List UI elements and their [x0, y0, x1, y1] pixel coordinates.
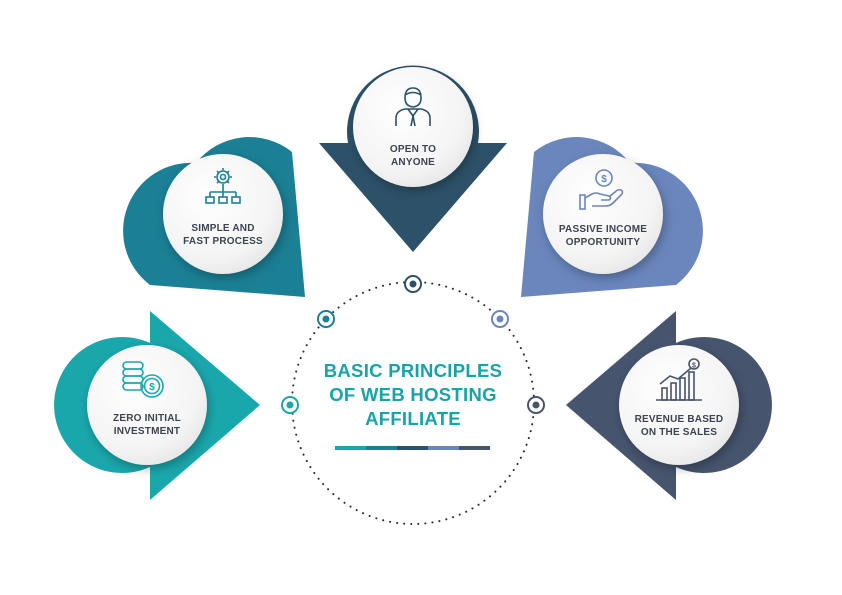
underline-segment	[459, 446, 490, 450]
label-passive-income: PASSIVE INCOME OPPORTUNITY	[543, 223, 663, 249]
label-line: REVENUE BASED	[634, 414, 724, 425]
center-title: BASIC PRINCIPLES OF WEB HOSTING AFFILIAT…	[303, 359, 523, 431]
label-simple-process: SIMPLE AND FAST PROCESS	[168, 222, 278, 248]
hand-coin-icon: $	[579, 169, 624, 210]
ring-node-right	[527, 396, 545, 414]
disc-zero-investment	[87, 345, 207, 465]
person-icon	[395, 87, 431, 127]
process-flow-icon	[205, 168, 241, 204]
underline-segment	[397, 446, 428, 450]
label-zero-investment: ZERO INITIAL INVESTMENT	[92, 412, 202, 438]
title-line-2: OF WEB HOSTING	[329, 384, 497, 405]
label-line: ON THE SALES	[640, 427, 718, 438]
label-line: ZERO INITIAL	[113, 413, 181, 424]
label-line: FAST PROCESS	[183, 236, 263, 247]
coin-stack-icon: $	[122, 361, 164, 398]
label-line: PASSIVE INCOME	[558, 224, 648, 235]
label-line: INVESTMENT	[113, 426, 181, 437]
label-open-to-anyone: OPEN TO ANYONE	[358, 143, 468, 169]
label-line: SIMPLE AND	[191, 223, 255, 234]
disc-open-to-anyone	[353, 67, 473, 187]
label-line: OPEN TO	[389, 144, 437, 155]
disc-revenue-sales	[619, 345, 739, 465]
underline-segment	[335, 446, 366, 450]
ring-node-upper-left	[317, 310, 335, 328]
title-line-3: AFFILIATE	[365, 408, 461, 429]
svg-text:$: $	[601, 174, 607, 185]
svg-text:$: $	[692, 363, 696, 370]
disc-passive-income	[543, 154, 663, 274]
svg-text:$: $	[149, 382, 155, 393]
label-line: OPPORTUNITY	[565, 237, 641, 248]
ring-node-left	[281, 396, 299, 414]
disc-simple-process	[163, 154, 283, 274]
ring-node-top	[404, 275, 422, 293]
title-line-1: BASIC PRINCIPLES	[323, 360, 503, 381]
underline-segment	[428, 446, 459, 450]
growth-chart-icon: $	[656, 358, 702, 401]
label-revenue-sales: REVENUE BASED ON THE SALES	[624, 413, 734, 439]
ring-node-upper-right	[491, 310, 509, 328]
label-line: ANYONE	[391, 157, 435, 168]
underline-segment	[366, 446, 397, 450]
title-underline	[335, 446, 490, 450]
